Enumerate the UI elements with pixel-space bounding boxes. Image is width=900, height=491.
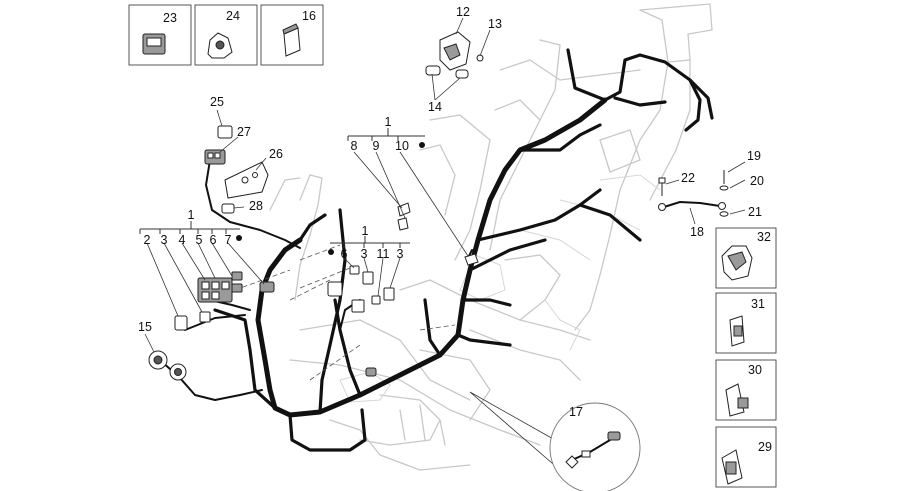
callout-1-left: 1 xyxy=(188,208,195,222)
callout-2: 2 xyxy=(144,233,151,247)
callout-4: 4 xyxy=(179,233,186,247)
callout-22: 22 xyxy=(681,171,695,185)
callout-31: 31 xyxy=(751,297,765,311)
inset-box-16 xyxy=(260,4,324,66)
callout-16: 16 xyxy=(302,9,316,23)
callout-21: 21 xyxy=(748,205,762,219)
callout-18: 18 xyxy=(690,225,704,239)
inset-box-23 xyxy=(128,4,192,66)
callout-30: 30 xyxy=(748,363,762,377)
callout-12: 12 xyxy=(456,5,470,19)
callout-28: 28 xyxy=(249,199,263,213)
callout-3-a: 3 xyxy=(161,233,168,247)
callout-leaders xyxy=(144,17,746,457)
callout-bracket-mid xyxy=(328,236,410,255)
inset-box-29 xyxy=(715,426,777,488)
callout-14: 14 xyxy=(428,100,442,114)
main-wiring-harness xyxy=(213,48,714,452)
callout-23: 23 xyxy=(163,11,177,25)
callout-32: 32 xyxy=(757,230,771,244)
detail-zoom-17 xyxy=(469,391,641,491)
callout-11: 11 xyxy=(377,247,390,261)
callout-6-a: 6 xyxy=(210,233,217,247)
callout-1-top: 1 xyxy=(385,115,392,129)
dashed-leaders xyxy=(234,244,456,381)
callout-10: 10 xyxy=(395,139,409,153)
part-sketches xyxy=(148,31,729,381)
callout-bracket-left xyxy=(139,221,242,241)
callout-7: 7 xyxy=(225,233,232,247)
inset-box-32 xyxy=(715,227,777,289)
callout-5: 5 xyxy=(196,233,203,247)
callout-17: 17 xyxy=(569,405,583,419)
callout-20: 20 xyxy=(750,174,764,188)
inset-box-30 xyxy=(715,359,777,421)
callout-labels: 1 8 9 10 1 2 3 4 5 6 7 1 6 3 11 3 12 13 … xyxy=(138,5,772,454)
callout-13: 13 xyxy=(488,17,502,31)
callout-15: 15 xyxy=(138,320,152,334)
callout-bracket-top xyxy=(347,128,425,148)
callout-3-b: 3 xyxy=(361,247,368,261)
callout-9: 9 xyxy=(373,139,380,153)
callout-6-b: 6 xyxy=(341,247,348,261)
callout-27: 27 xyxy=(237,125,251,139)
inset-box-31 xyxy=(715,292,777,354)
callout-24: 24 xyxy=(226,9,240,23)
callout-1-mid: 1 xyxy=(362,224,369,238)
callout-8: 8 xyxy=(351,139,358,153)
callout-29: 29 xyxy=(758,440,772,454)
callout-25: 25 xyxy=(210,95,224,109)
callout-3-c: 3 xyxy=(397,247,404,261)
callout-19: 19 xyxy=(747,149,761,163)
callout-26: 26 xyxy=(269,147,283,161)
inset-box-24 xyxy=(194,4,258,66)
